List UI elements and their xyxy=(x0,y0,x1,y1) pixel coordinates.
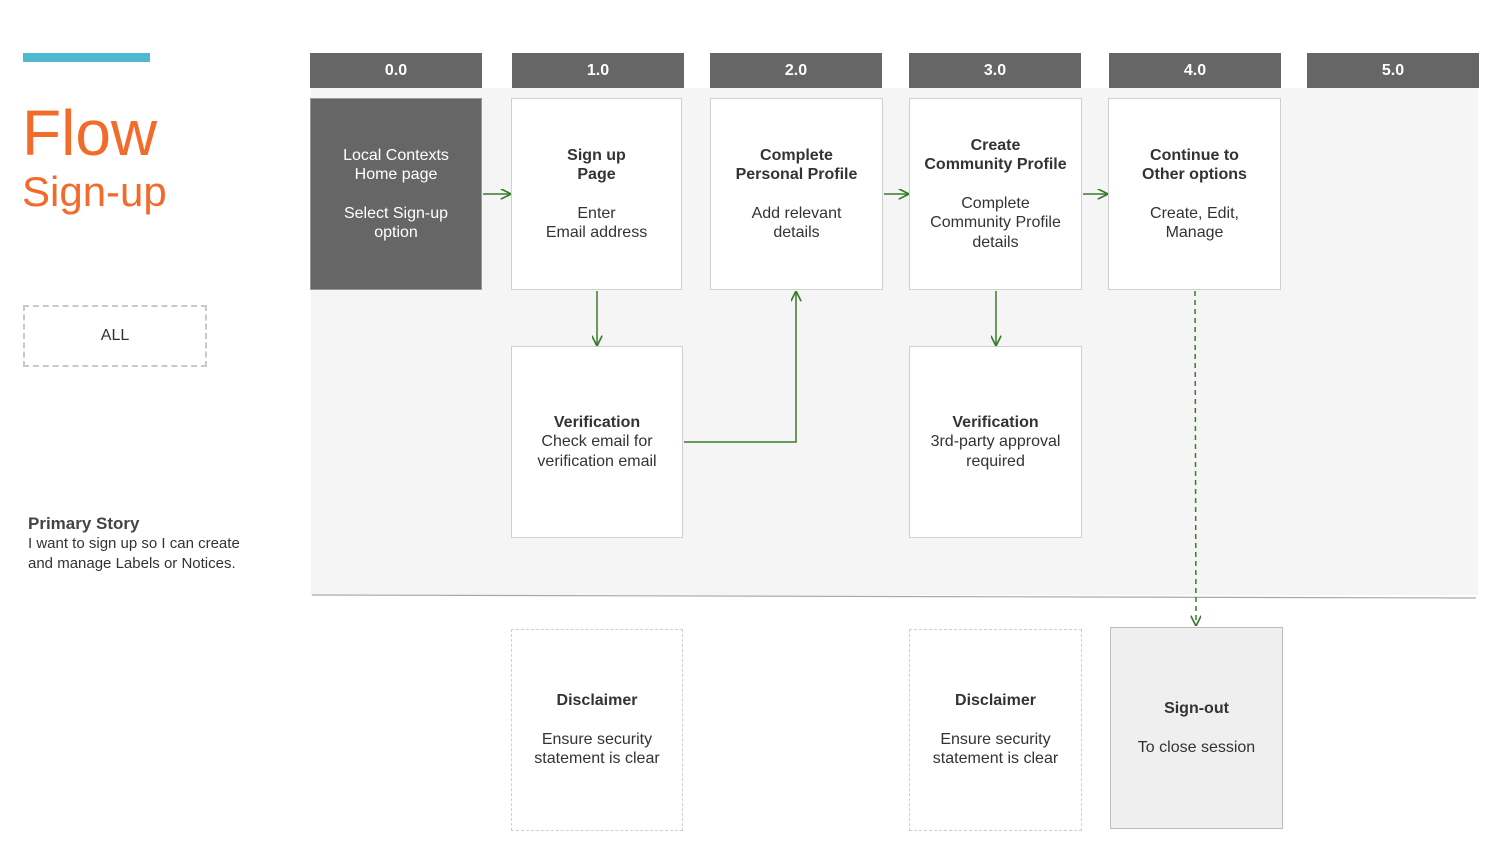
step-desc: Ensure security statement is clear xyxy=(534,730,660,768)
step-signup-page[interactable]: Sign up Page Enter Email address xyxy=(511,98,682,290)
step-title: Continue to Other options xyxy=(1142,146,1247,184)
step-title: Local Contexts Home page xyxy=(343,146,449,184)
step-desc: Add relevant details xyxy=(751,204,842,242)
disclaimer-box-1[interactable]: Disclaimer Ensure security statement is … xyxy=(511,629,683,831)
step-home-page[interactable]: Local Contexts Home page Select Sign-up … xyxy=(310,98,482,290)
step-desc: Complete Community Profile details xyxy=(930,194,1061,251)
step-continue-options[interactable]: Continue to Other options Create, Edit, … xyxy=(1108,98,1281,290)
step-verify-community[interactable]: Verification 3rd-party approval required xyxy=(909,346,1082,538)
step-desc: Ensure security statement is clear xyxy=(932,730,1059,768)
step-verify-email[interactable]: Verification Check email for verificatio… xyxy=(511,346,683,538)
flow-lane xyxy=(311,88,1478,595)
filter-label: ALL xyxy=(100,327,130,344)
primary-story: Primary Story I want to sign up so I can… xyxy=(28,514,248,573)
story-text: I want to sign up so I can create and ma… xyxy=(28,535,240,572)
step-desc: Select Sign-up option xyxy=(343,204,449,242)
step-title: Disclaimer xyxy=(556,692,638,710)
lane-divider xyxy=(311,594,1477,599)
step-desc: Enter Email address xyxy=(545,204,648,242)
step-title: Complete Personal Profile xyxy=(735,146,858,184)
filter-all-button[interactable]: ALL xyxy=(23,305,207,367)
accent-bar xyxy=(23,53,150,62)
step-desc: 3rd-party approval required xyxy=(930,433,1061,470)
stage-header-0: 0.0 xyxy=(310,53,482,88)
step-title: Verification xyxy=(553,413,641,431)
page-title: Flow xyxy=(22,97,158,169)
stage-header-1: 1.0 xyxy=(512,53,684,88)
page-subtitle: Sign-up xyxy=(22,168,167,215)
step-desc: Create, Edit, Manage xyxy=(1150,204,1239,242)
story-heading: Primary Story xyxy=(28,514,140,533)
step-signout[interactable]: Sign-out To close session xyxy=(1110,627,1283,829)
stage-header-2: 2.0 xyxy=(710,53,882,88)
step-personal-profile[interactable]: Complete Personal Profile Add relevant d… xyxy=(710,98,883,290)
disclaimer-box-2[interactable]: Disclaimer Ensure security statement is … xyxy=(909,629,1082,831)
step-title: Verification xyxy=(952,413,1039,431)
step-desc: Check email for verification email xyxy=(537,433,657,470)
step-community-profile[interactable]: Create Community Profile Complete Commun… xyxy=(909,98,1082,290)
step-desc: To close session xyxy=(1137,738,1256,756)
stage-header-4: 4.0 xyxy=(1109,53,1281,88)
stage-header-3: 3.0 xyxy=(909,53,1081,88)
step-title: Sign up Page xyxy=(567,146,626,184)
step-title: Disclaimer xyxy=(955,692,1036,710)
step-title: Create Community Profile xyxy=(924,136,1067,174)
stage-header-5: 5.0 xyxy=(1307,53,1479,88)
step-title: Sign-out xyxy=(1164,700,1229,717)
